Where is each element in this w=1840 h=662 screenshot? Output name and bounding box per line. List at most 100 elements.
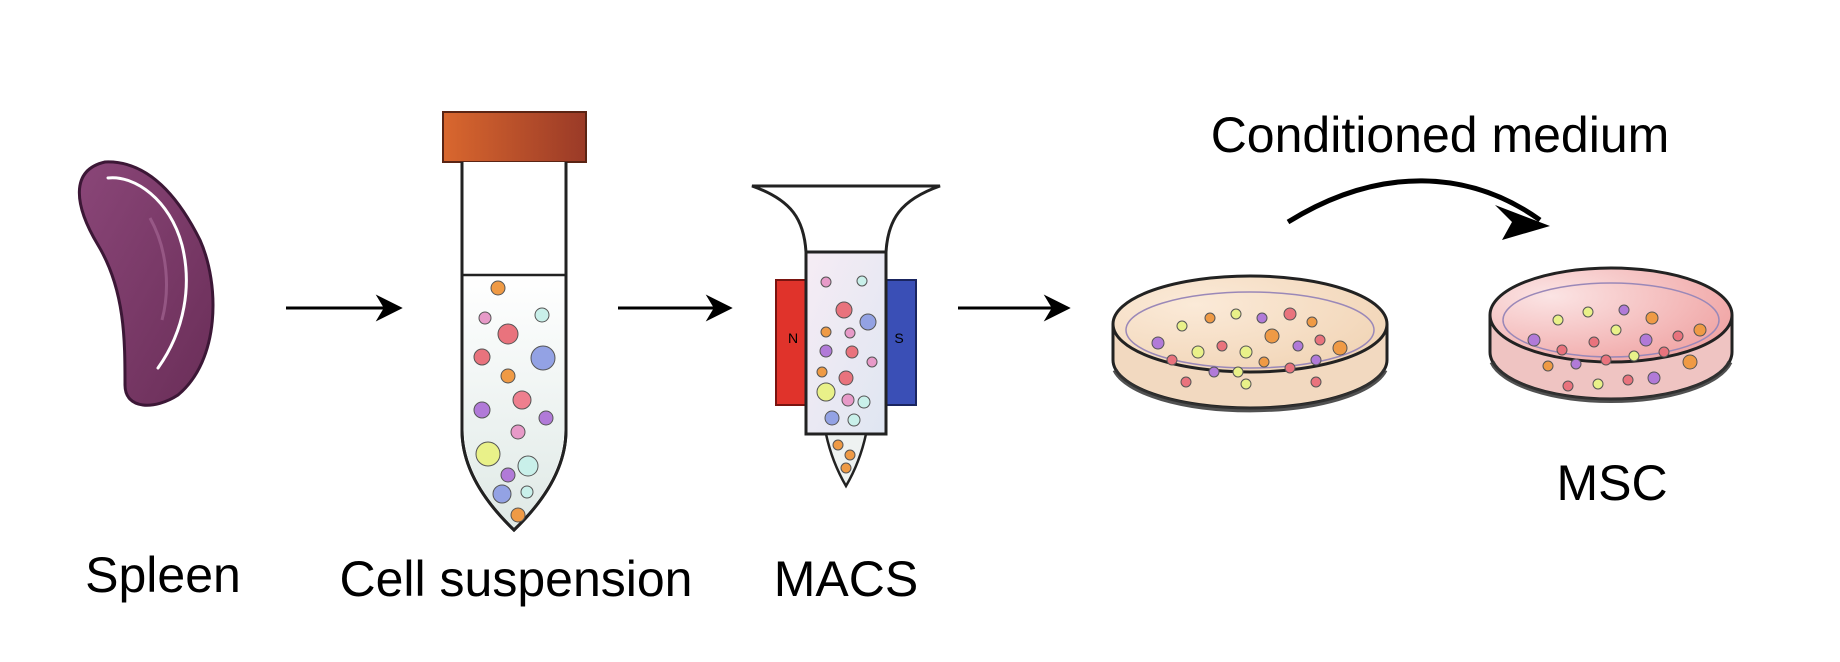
cell bbox=[824, 410, 840, 426]
cell bbox=[1166, 354, 1178, 366]
cell bbox=[819, 344, 833, 358]
cell bbox=[1610, 324, 1622, 336]
cell bbox=[1672, 330, 1684, 342]
petri-dish-icon bbox=[1111, 274, 1389, 413]
cell bbox=[820, 326, 832, 338]
cell bbox=[500, 467, 516, 483]
cell bbox=[832, 439, 844, 451]
petri-dish-icon bbox=[1488, 266, 1734, 403]
cell bbox=[1256, 312, 1268, 324]
cell-cluster bbox=[473, 280, 556, 523]
cell bbox=[816, 366, 828, 378]
magnet-south bbox=[881, 279, 917, 406]
cell bbox=[1582, 306, 1594, 318]
cell-cluster bbox=[816, 275, 878, 474]
cell bbox=[840, 462, 852, 474]
cell bbox=[866, 356, 878, 368]
cell bbox=[1527, 333, 1541, 347]
cell bbox=[1230, 308, 1242, 320]
cell-cluster bbox=[1151, 307, 1348, 390]
macs-column-icon: N S bbox=[751, 184, 941, 489]
cell bbox=[856, 275, 868, 287]
cell bbox=[845, 345, 859, 359]
conditioned-medium-arrowhead bbox=[1495, 205, 1550, 240]
cell bbox=[838, 370, 854, 386]
cell bbox=[510, 507, 526, 523]
cell bbox=[1239, 345, 1253, 359]
cell bbox=[490, 280, 506, 296]
cell bbox=[1588, 336, 1600, 348]
cell bbox=[492, 484, 512, 504]
cell bbox=[1658, 346, 1670, 358]
cell bbox=[1628, 350, 1640, 362]
cell bbox=[1180, 376, 1192, 388]
cell bbox=[520, 485, 534, 499]
cell bbox=[1216, 340, 1228, 352]
cell bbox=[1542, 360, 1554, 372]
cell bbox=[1682, 354, 1698, 370]
cell bbox=[1232, 366, 1244, 378]
spleen-icon bbox=[77, 160, 215, 407]
cell bbox=[473, 401, 491, 419]
cell bbox=[510, 424, 526, 440]
cell bbox=[1306, 316, 1318, 328]
cell bbox=[1600, 354, 1612, 366]
conditioned-medium-arrow bbox=[1286, 178, 1542, 225]
cell bbox=[1622, 374, 1634, 386]
cell bbox=[1552, 314, 1564, 326]
cell bbox=[1284, 362, 1296, 374]
cell bbox=[1191, 345, 1205, 359]
cell bbox=[1258, 356, 1270, 368]
cell bbox=[859, 313, 877, 331]
cell bbox=[1208, 366, 1220, 378]
cell bbox=[478, 311, 492, 325]
cell bbox=[1693, 323, 1707, 337]
tube-cap bbox=[442, 111, 587, 163]
centrifuge-tube-icon bbox=[442, 111, 587, 533]
cell bbox=[517, 455, 539, 477]
cell bbox=[847, 413, 861, 427]
cell bbox=[1151, 336, 1165, 350]
cell bbox=[1562, 380, 1574, 392]
cell bbox=[1592, 378, 1604, 390]
step-label-cell-suspension: Cell suspension bbox=[340, 551, 693, 607]
cell-cluster bbox=[1527, 304, 1707, 392]
magnet-south-label: S bbox=[894, 330, 903, 346]
step-label-msc: MSC bbox=[1556, 455, 1667, 511]
cell bbox=[1332, 340, 1348, 356]
cell bbox=[841, 393, 855, 407]
cell bbox=[1310, 376, 1322, 388]
cell bbox=[1618, 304, 1630, 316]
cell bbox=[512, 390, 532, 410]
cell bbox=[1570, 358, 1582, 370]
cell bbox=[1639, 333, 1653, 347]
cell bbox=[1176, 320, 1188, 332]
cell bbox=[1314, 334, 1326, 346]
cell bbox=[1264, 328, 1280, 344]
step-label-macs: MACS bbox=[774, 551, 918, 607]
cell bbox=[857, 395, 871, 409]
cell bbox=[1647, 371, 1661, 385]
cell bbox=[1283, 307, 1297, 321]
cell bbox=[1240, 378, 1252, 390]
cell bbox=[530, 345, 556, 371]
cell bbox=[1204, 312, 1216, 324]
cell bbox=[844, 449, 856, 461]
cell bbox=[844, 327, 856, 339]
cell bbox=[500, 368, 516, 384]
cell bbox=[534, 307, 550, 323]
conditioned-medium-label: Conditioned medium bbox=[1211, 107, 1670, 163]
cell bbox=[473, 348, 491, 366]
cell bbox=[475, 441, 501, 467]
cell bbox=[1556, 344, 1568, 356]
step-label-spleen: Spleen bbox=[85, 547, 241, 603]
cell bbox=[1645, 311, 1659, 325]
cell bbox=[816, 382, 836, 402]
cell bbox=[1292, 340, 1304, 352]
magnet-north-label: N bbox=[788, 330, 798, 346]
cell bbox=[1310, 354, 1322, 366]
cell bbox=[820, 276, 832, 288]
cell bbox=[538, 410, 554, 426]
cell bbox=[497, 323, 519, 345]
